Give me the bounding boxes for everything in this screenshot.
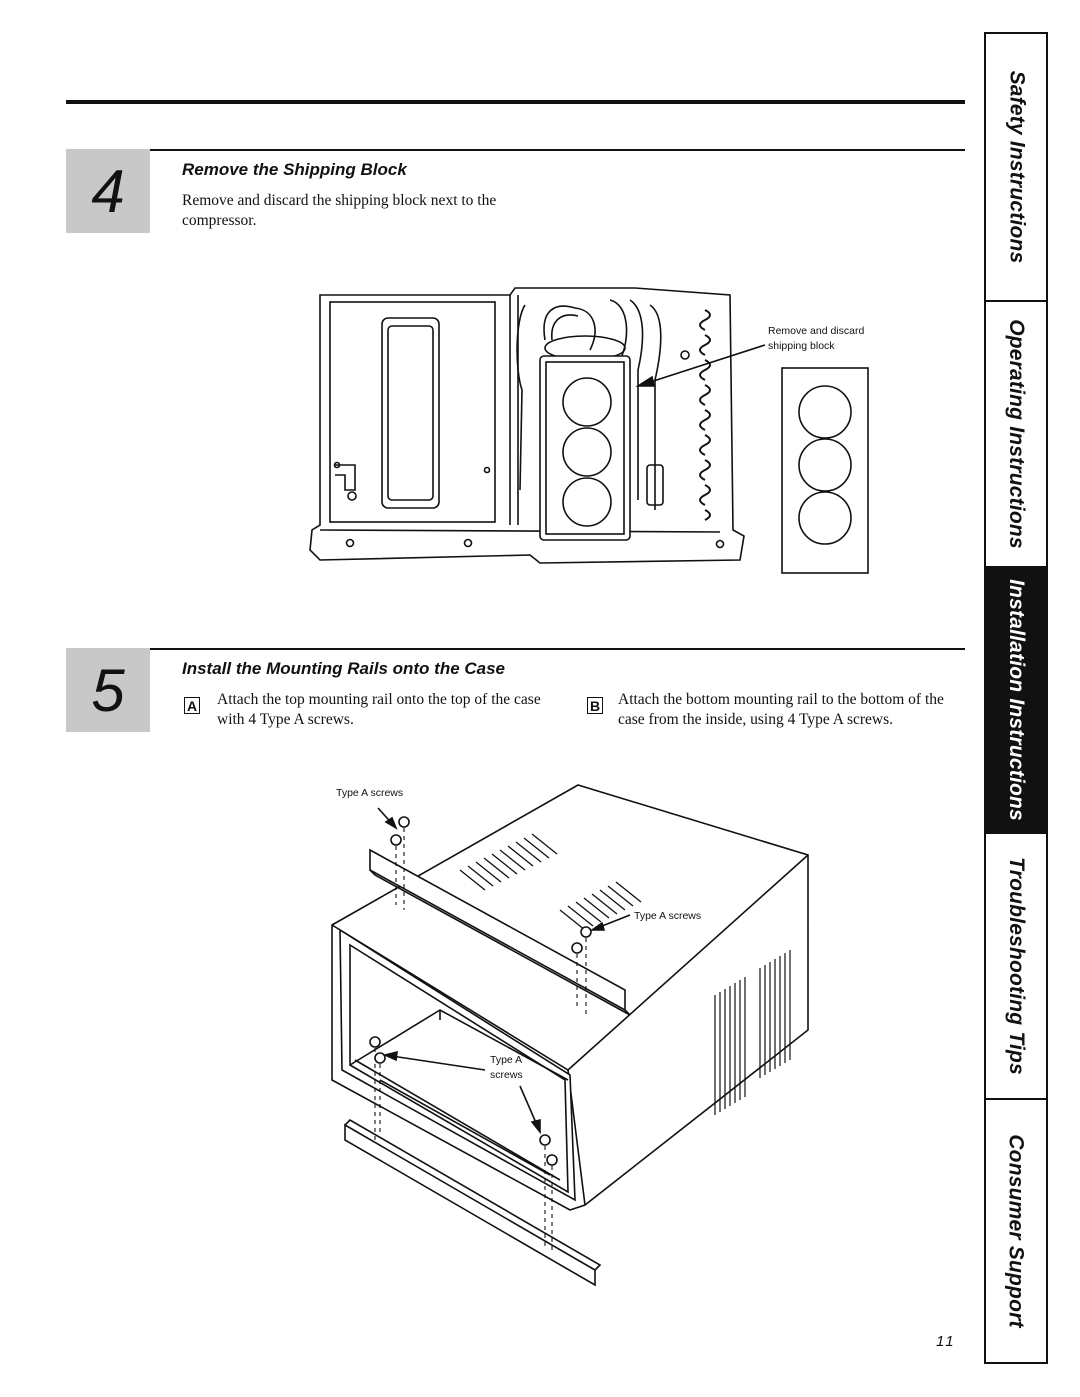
section-tabs: Safety Instructions Operating Instructio… (984, 32, 1048, 1364)
substep-a-text: Attach the top mounting rail onto the to… (217, 691, 541, 728)
tab-installation-instructions[interactable]: Installation Instructions (986, 566, 1046, 832)
type-a-screws-callout-top: Type A screws (336, 787, 404, 799)
shipping-block-callout-line1: Remove and discard (768, 325, 865, 337)
step-4-number: 4 (66, 149, 150, 233)
step-4-rule (150, 149, 965, 151)
step-5-rule (150, 648, 965, 650)
tab-label: Installation Instructions (1005, 579, 1029, 821)
tab-label: Operating Instructions (1005, 319, 1028, 549)
step-5-number: 5 (66, 648, 150, 732)
type-a-screws-callout-bottom-line2: screws (490, 1069, 523, 1081)
unit-interior-illustration (309, 287, 869, 574)
tab-label: Troubleshooting Tips (1005, 857, 1029, 1075)
type-a-screws-callout-bottom-line1: Type A (490, 1054, 523, 1066)
step-5-title: Install the Mounting Rails onto the Case (182, 659, 506, 678)
mounting-rails-illustration (331, 784, 809, 1287)
page-number: 11 (936, 1333, 956, 1350)
substep-b-badge: B (587, 697, 603, 714)
step-4-text: Remove and discard the shipping block ne… (182, 192, 497, 229)
shipping-block-callout-line2: shipping block (768, 340, 835, 352)
top-rule (66, 100, 965, 104)
tab-safety-instructions[interactable]: Safety Instructions (986, 34, 1046, 300)
step-4-title: Remove the Shipping Block (182, 160, 407, 179)
tab-label: Safety Instructions (1005, 70, 1028, 264)
substep-b-text: Attach the bottom mounting rail to the b… (618, 691, 944, 728)
tab-label: Consumer Support (1005, 1134, 1028, 1328)
type-a-screws-callout-right: Type A screws (634, 910, 702, 922)
tab-troubleshooting-tips[interactable]: Troubleshooting Tips (986, 832, 1046, 1098)
substep-a-badge: A (184, 697, 200, 714)
tab-operating-instructions[interactable]: Operating Instructions (986, 300, 1046, 566)
tab-consumer-support[interactable]: Consumer Support (986, 1098, 1046, 1362)
